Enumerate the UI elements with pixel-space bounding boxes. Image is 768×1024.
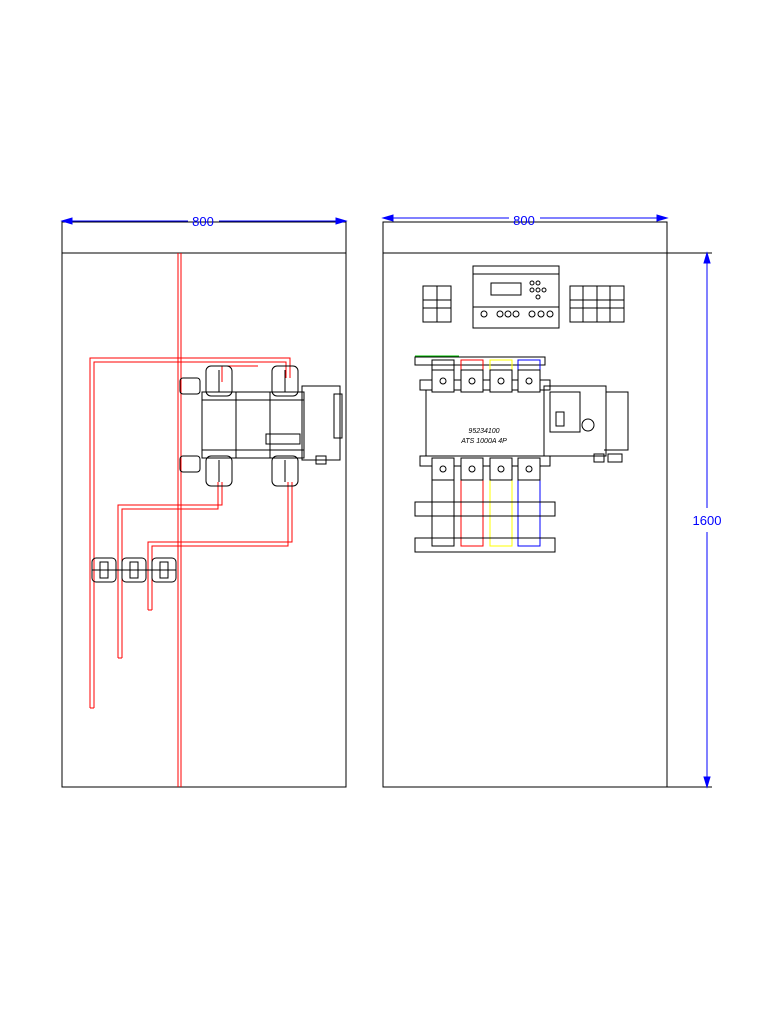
cable-rails: [414, 501, 556, 553]
mcb-group-left: [422, 285, 452, 323]
right-width-dimension: [381, 214, 669, 222]
left-panel: [61, 221, 347, 788]
left-width-dimension: [60, 217, 348, 225]
left-terminals: [179, 365, 299, 487]
height-dimension: [703, 251, 711, 789]
left-panel-cables: [89, 253, 293, 787]
ats-part-number: 95234100: [468, 428, 499, 435]
current-transformers: [91, 557, 177, 583]
ats-description: ATS 1000A 4P: [460, 438, 507, 445]
ats-switch: [419, 369, 551, 481]
height-label: 1600: [693, 513, 722, 528]
right-width-label: 800: [513, 213, 535, 228]
ats-controller: [472, 265, 560, 329]
left-panel-frame: [61, 221, 347, 788]
right-panel: [382, 221, 712, 788]
right-panel-frame: [382, 221, 668, 788]
left-width-label: 800: [192, 214, 214, 229]
earth-busbar: [414, 355, 546, 366]
mcb-group-right: [569, 285, 625, 323]
ats-motor-operator: [543, 385, 629, 463]
left-ats-side-view: [201, 385, 343, 465]
